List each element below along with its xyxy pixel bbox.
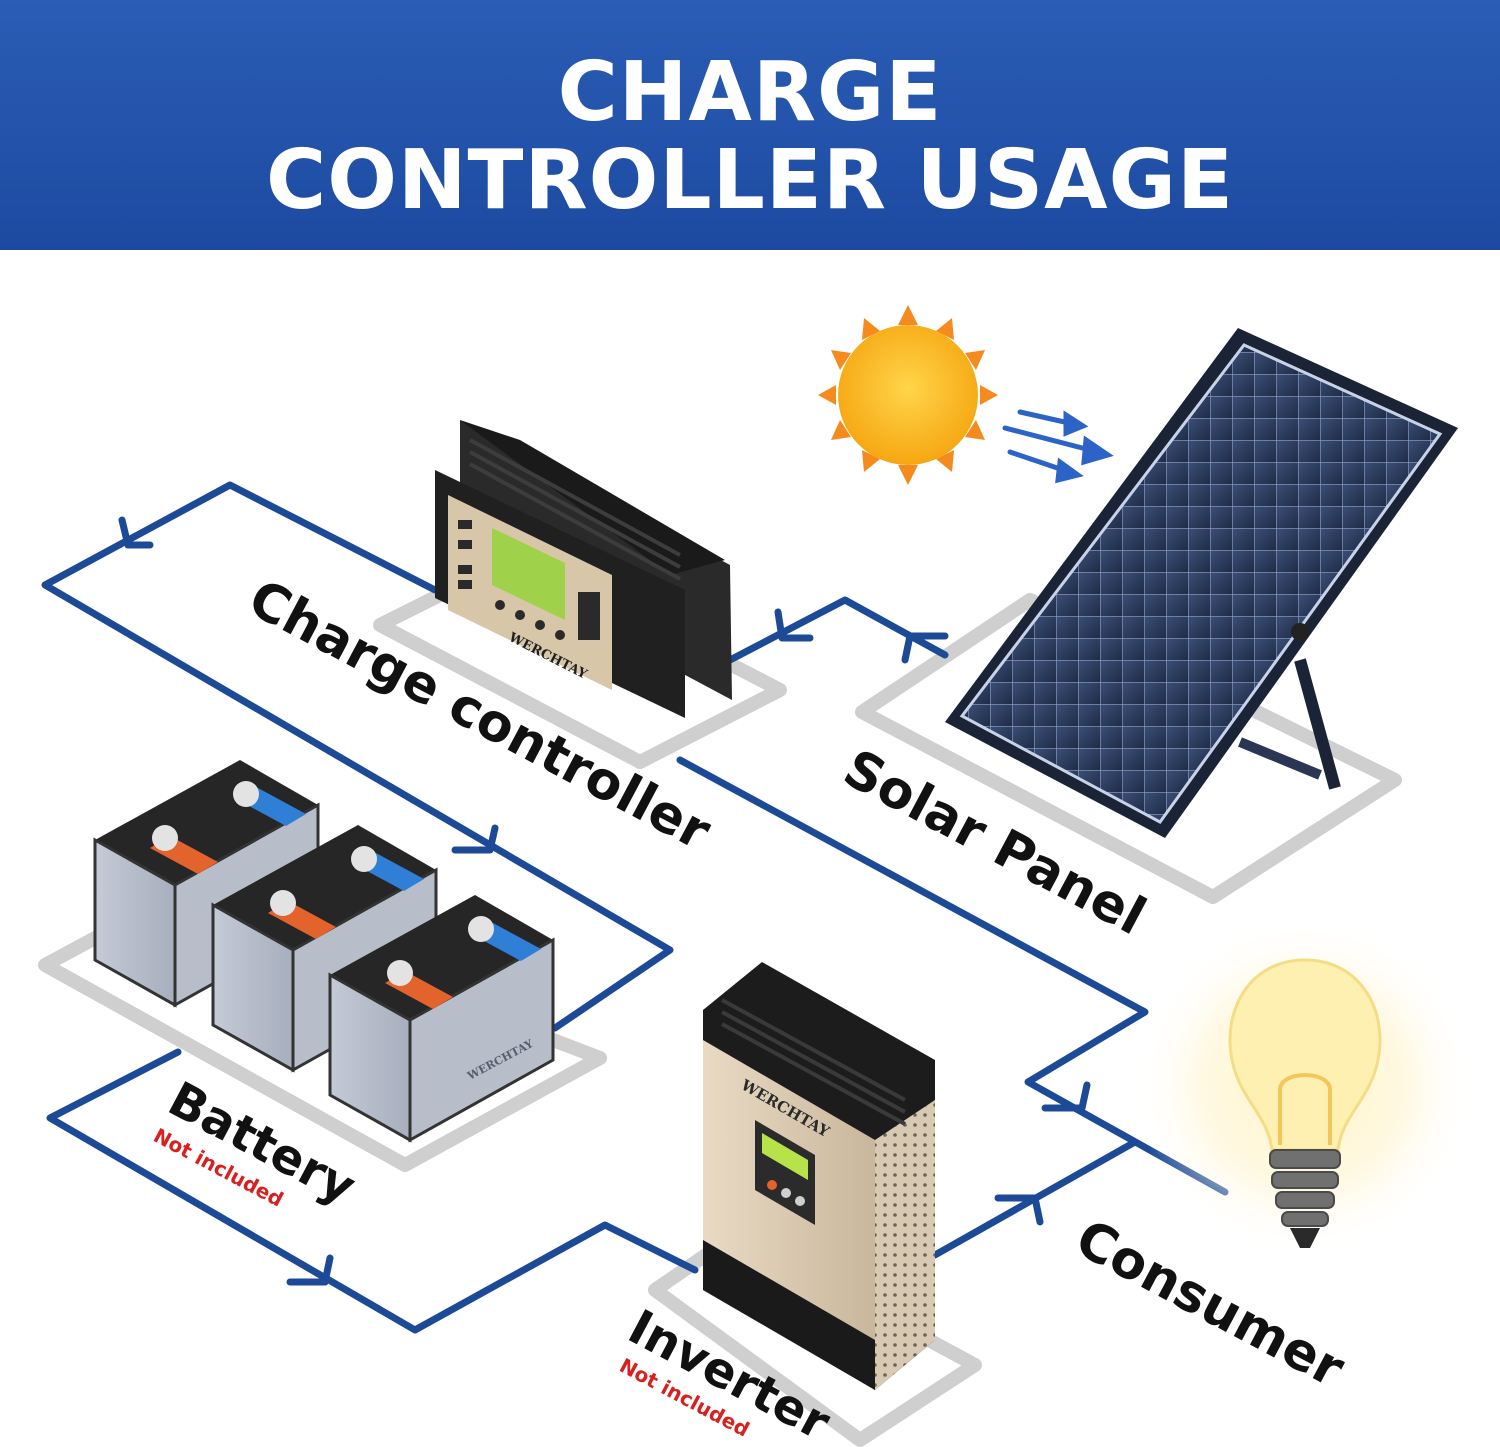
wire-panel-to-controller — [726, 596, 949, 664]
wire-controller-to-battery — [41, 481, 674, 1032]
sunlight-arrows — [1002, 409, 1114, 484]
title-line-2: CONTROLLER USAGE — [266, 133, 1234, 228]
flow-arrows — [118, 516, 1091, 1286]
arrow-7 — [994, 1194, 1044, 1226]
system-diagram: WERCHTAY WER — [38, 305, 1475, 1447]
panel-platform — [855, 593, 1402, 904]
sun-icon — [818, 305, 998, 485]
arrow-2 — [451, 824, 499, 854]
arrow-5 — [1041, 1081, 1091, 1112]
wire-battery-to-inverter — [46, 1048, 699, 1334]
arrow-1 — [118, 516, 154, 549]
arrow-6 — [286, 1254, 334, 1286]
light-bulb-icon — [1135, 915, 1475, 1255]
arrow-4 — [901, 632, 949, 664]
battery-3: WERCHTAY — [328, 895, 555, 1143]
arrow-3 — [774, 608, 814, 642]
solar-panel-illustration — [945, 328, 1458, 838]
wire-controller-to-consumer — [676, 756, 1229, 1196]
battery-bank-illustration: WERCHTAY — [93, 760, 555, 1143]
header-banner: CHARGE CONTROLLER USAGE — [0, 0, 1500, 250]
inverter-illustration: WERCHTAY — [703, 962, 935, 1390]
charge-controller-illustration: WERCHTAY — [435, 420, 732, 718]
title-line-1: CHARGE — [557, 45, 943, 140]
